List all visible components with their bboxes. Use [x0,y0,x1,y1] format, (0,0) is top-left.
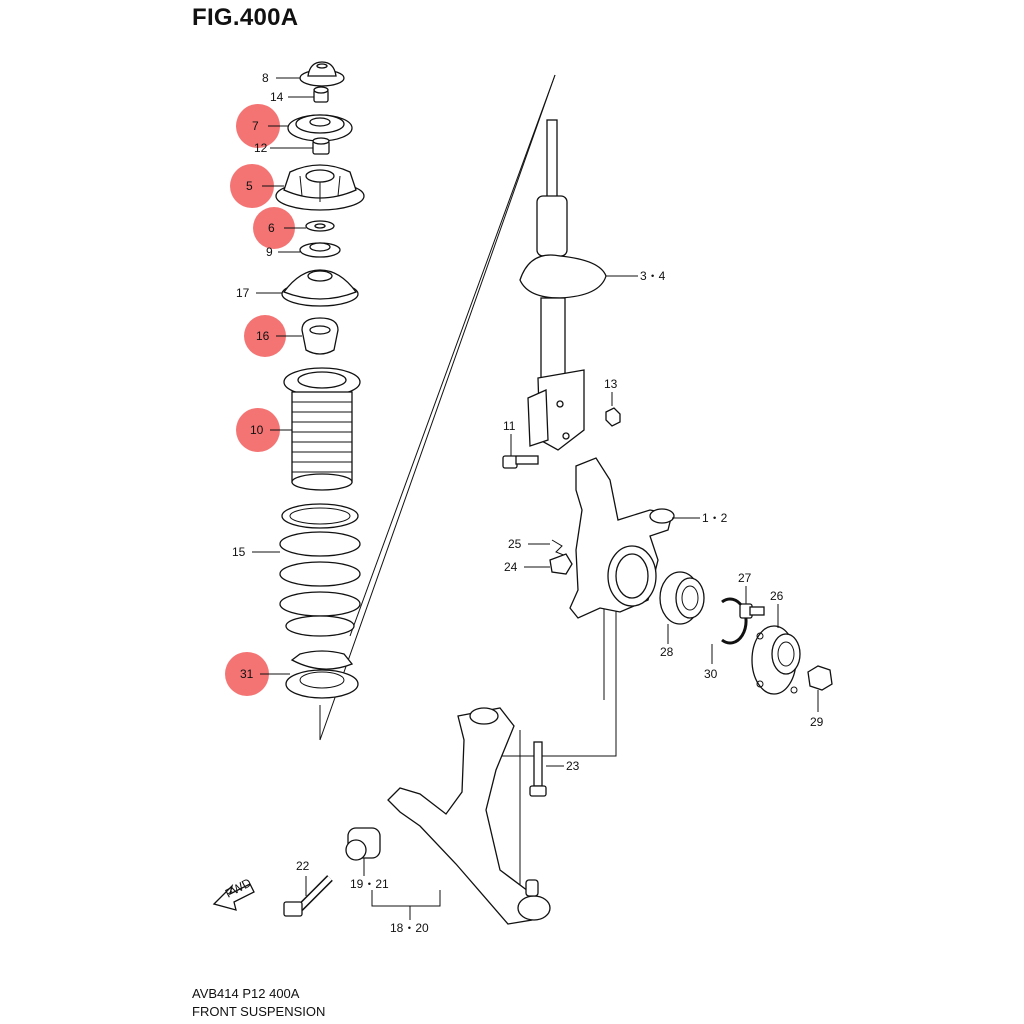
part-7-bearing[interactable] [287,114,353,142]
part-18-20-lower-control-arm[interactable] [387,707,551,925]
diagram-name: FRONT SUSPENSION [192,1004,326,1019]
callout-27[interactable]: 27 [738,571,752,585]
part-31-lower-seat[interactable] [285,650,359,699]
part-19-21-bushing[interactable] [345,827,381,861]
callout-7[interactable]: 7 [252,119,259,133]
figure-title: FIG.400A [192,4,299,31]
callout-15[interactable]: 15 [232,545,246,559]
callout-3-4[interactable]: 3・4 [640,269,666,283]
part-13-nut[interactable] [605,407,621,427]
strut-mount-stack [275,61,365,699]
callout-8[interactable]: 8 [262,71,269,85]
part-26-wheel-hub[interactable] [751,625,801,695]
callout-5[interactable]: 5 [246,179,253,193]
part-24-grommet[interactable] [549,553,573,575]
highlight-marker-31[interactable] [225,652,269,696]
forward-direction-arrow: FWD [212,875,255,911]
callout-22[interactable]: 22 [296,859,310,873]
callout-12[interactable]: 12 [254,141,268,155]
part-16-bump-stop[interactable] [301,317,339,355]
part-10-dust-boot[interactable] [283,367,361,491]
leader-lines [252,77,819,920]
part-27-hub-bolt[interactable] [739,603,765,619]
callout-13[interactable]: 13 [604,377,618,391]
part-17-upper-seat[interactable] [281,269,359,307]
callout-29[interactable]: 29 [810,715,824,729]
part-25-clip[interactable] [551,539,567,557]
callout-28[interactable]: 28 [660,645,674,659]
highlight-markers [225,104,295,696]
highlight-marker-7[interactable] [236,104,280,148]
callout-31[interactable]: 31 [240,667,254,681]
callout-23[interactable]: 23 [566,759,580,773]
part-29-hub-nut[interactable] [807,665,833,691]
highlight-marker-5[interactable] [230,164,274,208]
callout-25[interactable]: 25 [508,537,522,551]
highlight-marker-16[interactable] [244,315,286,357]
callout-18-20[interactable]: 18・20 [390,921,429,935]
highlight-marker-6[interactable] [253,207,295,249]
part-3-4-strut-assembly[interactable] [519,119,607,451]
callout-1-2[interactable]: 1・2 [702,511,728,525]
callout-9[interactable]: 9 [266,245,273,259]
callout-6[interactable]: 6 [268,221,275,235]
part-15-coil-spring[interactable] [279,503,361,637]
part-1-2-steering-knuckle[interactable] [569,457,675,619]
callout-labels: 8 14 7 12 5 6 9 17 16 10 15 31 3・4 13 11… [232,71,824,935]
highlight-marker-10[interactable] [236,408,280,452]
part-30-snap-ring[interactable] [721,597,748,645]
callout-17[interactable]: 17 [236,286,250,300]
part-5-strut-mount[interactable] [275,164,365,211]
callout-26[interactable]: 26 [770,589,784,603]
callout-19-21[interactable]: 19・21 [350,877,389,891]
diagram-code: AVB414 P12 400A [192,986,300,1001]
callout-14[interactable]: 14 [270,90,284,104]
part-23-bolt[interactable] [529,741,547,797]
callout-30[interactable]: 30 [704,667,718,681]
callout-24[interactable]: 24 [504,560,518,574]
part-6-washer[interactable] [305,220,335,232]
part-22-bolt[interactable] [283,875,333,917]
part-14-nut[interactable] [313,86,329,103]
part-11-bolt[interactable] [502,455,539,469]
part-28-wheel-bearing[interactable] [659,571,705,625]
callout-16[interactable]: 16 [256,329,270,343]
callout-11[interactable]: 11 [503,419,516,433]
part-8-cap[interactable] [299,61,345,87]
part-9-seat[interactable] [299,242,341,258]
part-12-collar[interactable] [312,137,330,155]
callout-10[interactable]: 10 [250,423,264,437]
